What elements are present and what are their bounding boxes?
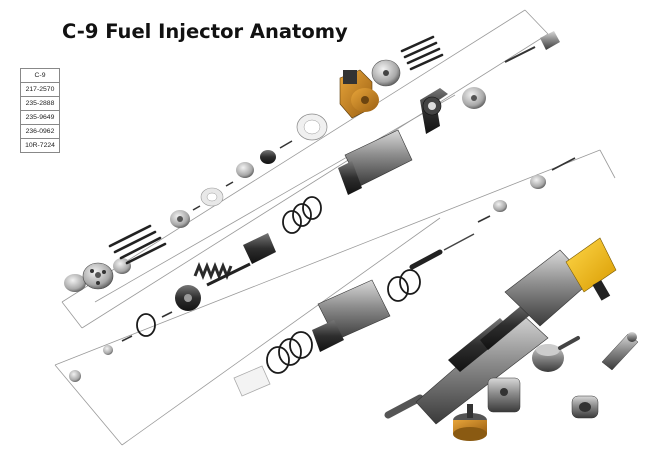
spring-icon bbox=[193, 261, 251, 287]
filter-sleeve-icon bbox=[233, 365, 271, 397]
check-valve-icon bbox=[601, 332, 639, 371]
small-parts-icon bbox=[69, 311, 173, 382]
armature-disc-icon bbox=[371, 59, 401, 87]
part-number-row: 217-2570 bbox=[20, 82, 60, 97]
bolt-set-right-icon bbox=[400, 35, 444, 71]
top-row-parts bbox=[64, 31, 560, 292]
o-ring-set-icon bbox=[136, 196, 421, 374]
bolt-set-left-icon bbox=[108, 224, 167, 265]
plunger-barrel-icon bbox=[338, 129, 413, 195]
nozzle-nut-icon bbox=[453, 404, 487, 441]
middle-row-parts bbox=[69, 87, 486, 382]
spill-valve-icon bbox=[175, 233, 276, 311]
diagram-title: C-9 Fuel Injector Anatomy bbox=[62, 20, 348, 43]
flange-clamp-icon bbox=[420, 88, 448, 134]
adapter-fitting-icon bbox=[504, 31, 560, 63]
clamp-ring-icon bbox=[296, 113, 328, 141]
loose-components bbox=[453, 332, 639, 441]
guide-frame-middle bbox=[94, 94, 456, 303]
control-valve-icon bbox=[532, 336, 580, 372]
solenoid-housing-icon bbox=[339, 69, 379, 119]
guide-frame-upper bbox=[61, 9, 549, 329]
nozzle-pin-icon bbox=[409, 233, 475, 270]
guide-frame-lower bbox=[54, 149, 616, 446]
small-pins-icon bbox=[192, 140, 293, 211]
valve-body-icon bbox=[487, 377, 521, 413]
injector-body-icon bbox=[312, 279, 391, 352]
part-number-row: 10R-7224 bbox=[20, 138, 60, 153]
spacer-block-icon bbox=[571, 395, 599, 419]
spring-washer-icon bbox=[200, 187, 224, 207]
lower-row-parts bbox=[233, 157, 576, 397]
part-number-table: C-9 217-2570 235-2888 235-9649 236-0962 … bbox=[20, 68, 60, 153]
assembled-injector-icon bbox=[384, 237, 617, 425]
valve-plate-icon bbox=[82, 262, 114, 290]
